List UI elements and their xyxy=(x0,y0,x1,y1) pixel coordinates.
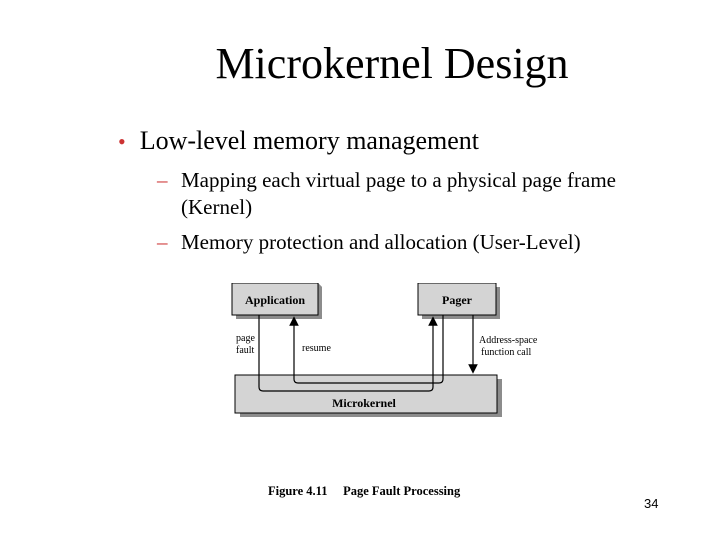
function-call-label: function call xyxy=(481,347,531,358)
page-label: page xyxy=(236,333,255,344)
subbullet-item-1: –Mapping each virtual page to a physical… xyxy=(157,167,616,221)
slide-title: Microkernel Design xyxy=(215,39,569,88)
application-label: Application xyxy=(245,293,305,307)
pager-label: Pager xyxy=(442,293,473,307)
resume-label: resume xyxy=(302,343,331,354)
address-space-label: Address-space xyxy=(479,335,538,346)
bullet-item: • Low-level memory management xyxy=(118,124,479,159)
microkernel-label: Microkernel xyxy=(332,396,396,410)
microkernel-box: Microkernel xyxy=(234,374,502,417)
figure-caption: Figure 4.11 Page Fault Processing xyxy=(268,484,461,498)
subbullet-1-line1: Mapping each virtual page to a physical … xyxy=(181,168,616,192)
page-number: 34 xyxy=(644,496,659,511)
resume-path xyxy=(289,315,444,384)
pager-box: Pager xyxy=(417,283,500,319)
subbullet-1-line2: (Kernel) xyxy=(181,195,253,219)
application-box: Application xyxy=(231,283,322,319)
dash-icon: – xyxy=(157,168,168,192)
fault-label: fault xyxy=(236,345,255,356)
page-fault-path xyxy=(258,315,438,392)
dash-icon: – xyxy=(157,230,168,254)
bullet-text: Low-level memory management xyxy=(139,126,480,155)
page-fault-diagram: Application Pager Microkernel page fault… xyxy=(231,283,538,417)
subbullet-2-line1: Memory protection and allocation (User-L… xyxy=(181,230,581,254)
bullet-dot-icon: • xyxy=(118,129,126,154)
subbullet-item-2: –Memory protection and allocation (User-… xyxy=(157,229,581,256)
